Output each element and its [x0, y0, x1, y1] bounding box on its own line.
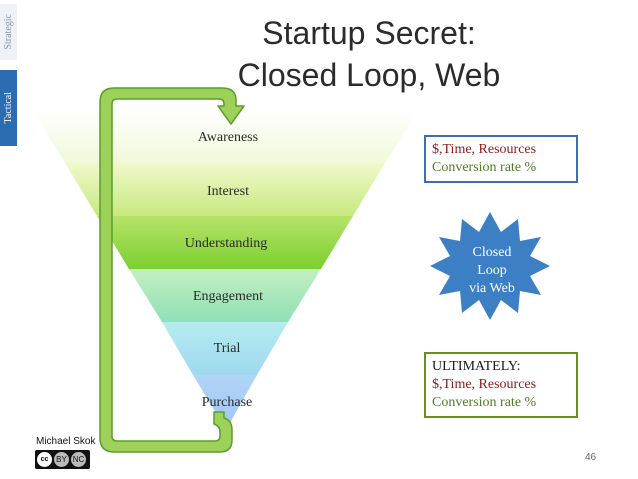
closed-loop-starburst [430, 212, 550, 320]
stage-label-interest: Interest [207, 184, 249, 199]
stage-label-engagement: Engagement [193, 289, 263, 304]
tab-tactical[interactable]: Tactical [0, 70, 17, 146]
metrics-box-bottom-heading: ULTIMATELY: [432, 359, 521, 374]
creative-commons-license-badge[interactable]: cc BY NC [35, 450, 90, 469]
starburst-line-1: Closed [473, 245, 512, 260]
metrics-box-top: $,Time, Resources Conversion rate % [424, 135, 578, 183]
metrics-box-bottom-line-2: Conversion rate % [432, 395, 537, 410]
page-title-line-2: Closed Loop, Web [237, 57, 501, 93]
author-name: Michael Skok [36, 436, 96, 447]
funnel-band-understanding [97, 216, 353, 269]
metrics-box-top-line-1: $,Time, Resources [432, 142, 537, 157]
starburst-line-3: via Web [469, 281, 515, 296]
cc-icon: cc [37, 452, 52, 467]
noncommercial-icon: NC [71, 452, 86, 467]
stage-label-trial: Trial [214, 341, 241, 356]
stage-label-purchase: Purchase [202, 395, 253, 410]
starburst-line-2: Loop [477, 263, 507, 278]
funnel-band-purchase [193, 375, 257, 428]
tab-strategic[interactable]: Strategic [0, 4, 17, 60]
attribution-icon: BY [54, 452, 69, 467]
metrics-box-bottom-line-1: $,Time, Resources [432, 377, 537, 392]
metrics-box-top-line-2: Conversion rate % [432, 160, 537, 175]
page-title-line-1: Startup Secret: [262, 15, 476, 51]
stage-label-understanding: Understanding [185, 236, 267, 251]
page-number: 46 [585, 452, 597, 463]
funnel-band-engagement [129, 269, 321, 322]
funnel-band-trial [162, 322, 288, 375]
metrics-box-bottom: ULTIMATELY: $,Time, Resources Conversion… [424, 352, 578, 418]
funnel-band-awareness [32, 110, 418, 163]
funnel-band-interest [65, 163, 385, 216]
closed-loop-arrow [99, 87, 245, 453]
stage-label-awareness: Awareness [198, 130, 258, 145]
